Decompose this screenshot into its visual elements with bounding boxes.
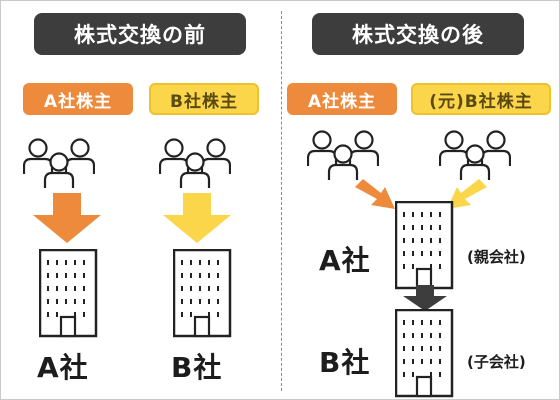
after-company-a-label: A社 <box>319 244 371 277</box>
company-b-building-icon <box>173 249 232 338</box>
orange-down-arrow-icon <box>33 193 101 243</box>
parent-company-building-icon <box>395 201 454 290</box>
after-former-shareholder-b-tag: (元)B社株主 <box>411 83 551 115</box>
before-company-a-label: A社 <box>37 351 89 384</box>
after-company-b-label: B社 <box>319 346 371 379</box>
before-shareholder-b-tag: B社株主 <box>149 83 259 115</box>
parent-company-note: (親会社) <box>467 248 526 266</box>
shareholder-b-group-icon <box>159 133 231 193</box>
yellow-down-arrow-icon <box>163 193 231 243</box>
before-title: 株式交換の前 <box>34 13 246 55</box>
subsidiary-note: (子会社) <box>467 353 526 371</box>
yellow-diagonal-arrow-icon <box>447 179 487 209</box>
shareholder-a-group-icon <box>23 133 95 193</box>
orange-diagonal-arrow-icon <box>355 179 395 209</box>
before-shareholder-a-tag: A社株主 <box>23 83 133 115</box>
before-company-b-label: B社 <box>171 351 223 384</box>
dark-down-arrow-icon <box>403 285 447 311</box>
after-title: 株式交換の後 <box>312 13 524 55</box>
section-divider <box>281 11 282 391</box>
subsidiary-building-icon <box>395 309 454 398</box>
after-shareholder-a-tag: A社株主 <box>287 83 397 115</box>
company-a-building-icon <box>39 249 98 338</box>
